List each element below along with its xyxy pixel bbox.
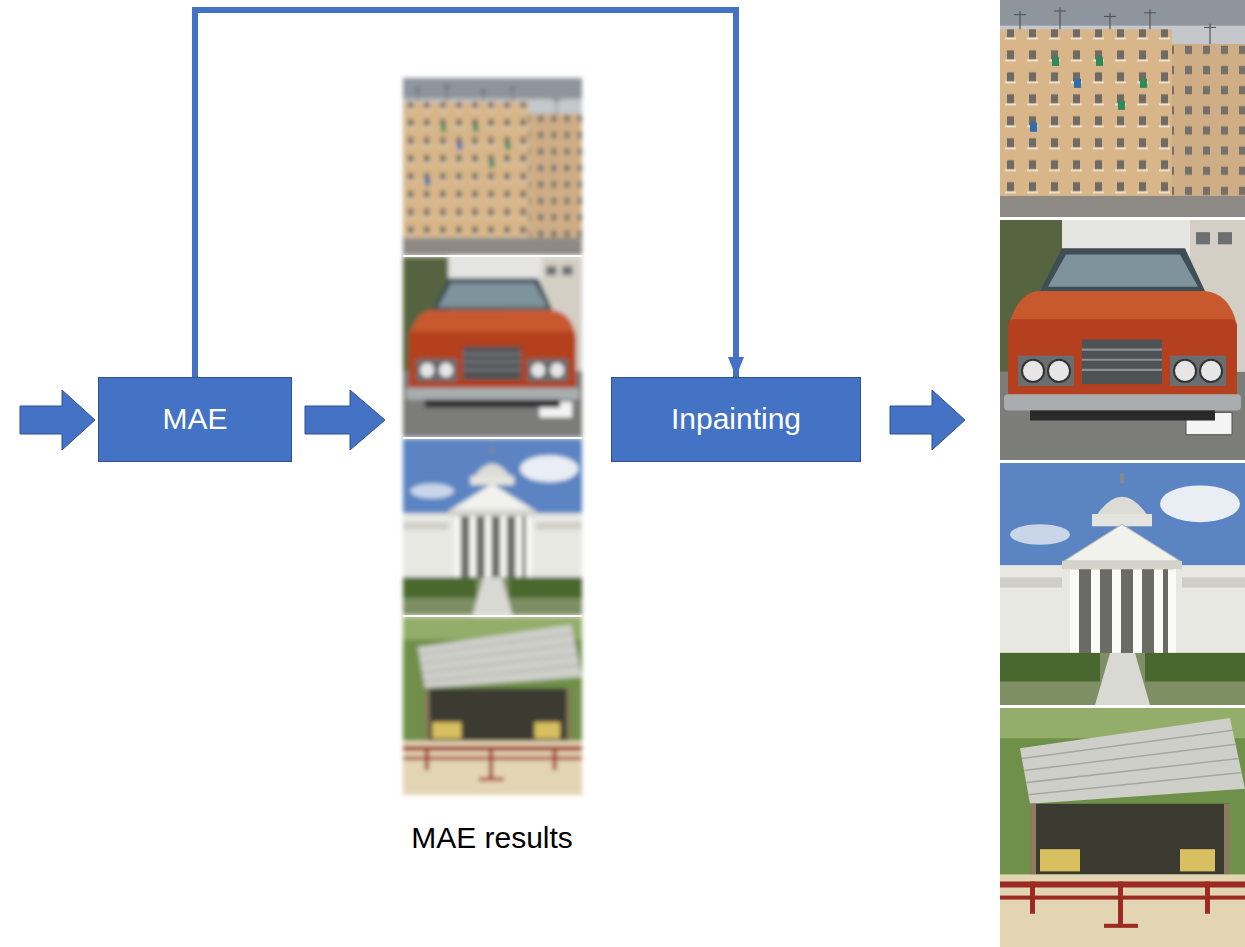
image-caption: MAE results xyxy=(411,821,573,856)
box-label: Inpainting xyxy=(671,402,801,437)
image-separators xyxy=(403,256,582,616)
mae-result-images xyxy=(403,78,582,795)
process-box: Inpainting xyxy=(611,377,861,462)
connector-arrow xyxy=(195,10,736,377)
inpainting-result-images xyxy=(1000,0,1245,947)
process-box: MAE xyxy=(98,377,292,462)
box-label: MAE xyxy=(162,402,227,437)
